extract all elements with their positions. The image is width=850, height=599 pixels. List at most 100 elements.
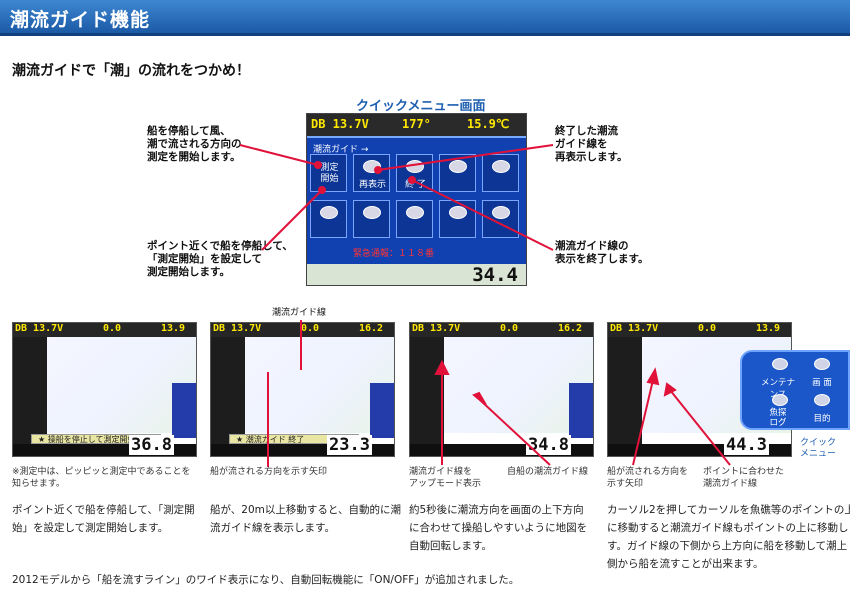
status-bar: DB 13.7V 0.0 13.9 (13, 323, 196, 337)
overlay-label: クイック メニュー (800, 438, 837, 459)
temperature-readout: 16.2 (359, 323, 384, 334)
button-disc-icon (814, 358, 830, 370)
depth-readout: 23.3 (327, 435, 372, 455)
step3-note-left: 潮流ガイド線を アップモード表示 (409, 467, 482, 489)
temperature-readout: 13.9 (756, 323, 781, 334)
voltage-readout: DB 13.7V (610, 323, 659, 334)
sonar-panel (569, 383, 593, 438)
header-bar: 潮流ガイド機能 (0, 0, 850, 36)
button-disc-icon (814, 394, 830, 406)
menu-item-7[interactable] (353, 200, 390, 238)
status-bar: DB 13.7V 177° 15.9℃ (307, 114, 526, 136)
status-bar: DB 13.7V 0.0 16.2 (410, 323, 593, 337)
step3-arrows (434, 360, 551, 466)
sonar-panel (172, 383, 196, 438)
arrow-line (479, 399, 551, 466)
step2-note: 船が流される方向を示す矢印 (210, 467, 328, 477)
menu-item-6[interactable] (310, 200, 347, 238)
arrow-line (300, 320, 302, 370)
menu-item-8[interactable] (396, 200, 433, 238)
speed-readout: 0.0 (698, 323, 717, 334)
voltage-readout: DB 13.7V (412, 323, 461, 334)
menu-label: 終 了 (405, 180, 426, 190)
status-bar: DB 13.7V 0.0 16.2 (211, 323, 394, 337)
step4-arrows (632, 367, 731, 466)
button-disc-icon (492, 206, 510, 219)
arrow-line (267, 372, 269, 467)
button-disc-icon (772, 358, 788, 370)
sonar-panel (370, 383, 394, 438)
step-screen-3: DB 13.7V 0.0 16.2 34.8 (409, 322, 594, 457)
step-screen-2: DB 13.7V 0.0 16.2 ★ 潮流ガイド 終了 23.3 (210, 322, 395, 457)
callout-redisplay: 終了した潮流 ガイド線を 再表示します。 (555, 125, 628, 163)
depth-readout: 44.3 (724, 435, 769, 455)
panel-title: 潮流ガイド → (313, 145, 369, 155)
depth-readout: 34.4 (472, 264, 518, 286)
callout-setting: ポイント近くで船を停船して、 「測定開始」を設定して 測定開始します。 (147, 240, 293, 278)
button-disc-icon (363, 206, 381, 219)
arrow-dot (408, 176, 416, 184)
button-disc-icon (492, 160, 510, 173)
arrow-line (239, 144, 319, 166)
quick-menu-title: クイックメニュー画面 (356, 99, 486, 114)
voltage-readout: DB 13.7V (15, 323, 64, 334)
callout-start: 船を停船して風、 潮で流される方向の 測定を開始します。 (147, 125, 242, 163)
info-column (410, 337, 444, 447)
arrow-head (663, 382, 677, 397)
step3-description: 約5秒後に潮流方向を画面の上下方向 に合わせて操船しやすいように地図を 自動回転… (409, 504, 588, 552)
button-disc-icon (772, 394, 788, 406)
callout-end: 潮流ガイド線の 表示を終了します。 (555, 240, 649, 265)
menu-label: 測定 開始 (320, 163, 339, 184)
arrow-head (472, 391, 487, 406)
temperature-readout: 13.9 (161, 323, 186, 334)
arrow-line (377, 144, 554, 171)
step2-description: 船が、20m以上移動すると、自動的に潮 流ガイド線を表示します。 (210, 504, 401, 534)
temperature-readout: 15.9℃ (467, 117, 510, 131)
button-disc-icon (320, 206, 338, 219)
depth-readout: 34.8 (526, 435, 571, 455)
footer-note: 2012モデルから「船を流すライン」のワイド表示になり、自動回転機能に「ON/O… (12, 574, 520, 586)
overlay-item-destination[interactable]: 目的 (813, 414, 831, 424)
guide-line-label: 潮流ガイド線 (272, 308, 327, 318)
step4-note-left: 船が流される方向を 示す矢印 (607, 467, 689, 489)
callout-arrows (239, 144, 554, 251)
overlay-item-log[interactable]: 魚探 ログ (769, 408, 787, 428)
arrow-line (669, 389, 731, 466)
menu-start-measure[interactable]: 測定 開始 (310, 154, 347, 192)
arrow-line (411, 179, 554, 251)
step4-note-right: ポイントに合わせた 潮流ガイド線 (703, 467, 785, 489)
message-text: ★ 操船を停止して測定開始 (38, 435, 136, 444)
arrow-dot (318, 186, 326, 194)
voltage-readout: DB 13.7V (311, 117, 369, 131)
speed-readout: 0.0 (103, 323, 122, 334)
step1-note: ※測定中は、ピッピッと測定中であることを 知らせます。 (12, 467, 191, 489)
quick-menu-overlay: メンテナンス 画 面 魚探 ログ 目的 (740, 350, 850, 430)
message-text: ★ 潮流ガイド 終了 (236, 435, 305, 444)
info-column (211, 337, 245, 447)
arrow-head (434, 360, 450, 375)
menu-item-10[interactable] (482, 200, 519, 238)
arrow-dot (374, 166, 382, 174)
menu-item-5[interactable] (482, 154, 519, 192)
button-disc-icon (449, 160, 467, 173)
depth-readout: 36.8 (129, 435, 174, 455)
subtitle: 潮流ガイドで「潮」の流れをつかめ！ (12, 63, 250, 79)
step3-note-right: 自船の潮流ガイド線 (507, 467, 589, 477)
arrow-line (632, 379, 654, 466)
button-disc-icon (449, 206, 467, 219)
quick-menu-screen: DB 13.7V 177° 15.9℃ 潮流ガイド → 測定 開始 再表示 終 … (306, 113, 527, 286)
step4-description: カーソル2を押してカーソルを魚礁等のポイントの上 に移動すると潮流ガイド線もポイ… (607, 504, 850, 570)
quick-menu-panel: 潮流ガイド → 測定 開始 再表示 終 了 (307, 136, 526, 264)
voltage-readout: DB 13.7V (213, 323, 262, 334)
overlay-item-screen[interactable]: 画 面 (812, 378, 832, 388)
heading-readout: 177° (402, 117, 431, 131)
menu-redisplay[interactable]: 再表示 (353, 154, 390, 192)
arrow-head (646, 367, 660, 386)
speed-readout: 0.0 (301, 323, 320, 334)
speed-readout: 0.0 (500, 323, 519, 334)
status-bar: DB 13.7V 0.0 13.9 (608, 323, 791, 337)
menu-item-9[interactable] (439, 200, 476, 238)
step1-description: ポイント近くで船を停船して、「測定開 始」を設定して測定開始します。 (12, 504, 195, 534)
temperature-readout: 16.2 (558, 323, 583, 334)
menu-label: 再表示 (358, 180, 386, 190)
